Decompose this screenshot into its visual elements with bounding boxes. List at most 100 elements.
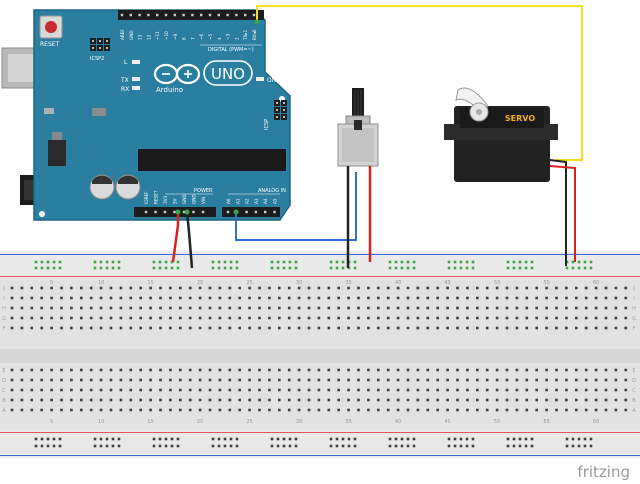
- breadboard-hole[interactable]: [446, 296, 449, 300]
- breadboard-hole[interactable]: [604, 378, 608, 382]
- breadboard-hole[interactable]: [436, 306, 439, 310]
- rail-hole[interactable]: [571, 444, 575, 448]
- breadboard-hole[interactable]: [426, 398, 430, 402]
- digital-pin[interactable]: [129, 13, 132, 17]
- breadboard-hole[interactable]: [40, 306, 43, 310]
- breadboard-hole[interactable]: [40, 368, 43, 372]
- breadboard-hole[interactable]: [416, 296, 420, 300]
- breadboard-hole[interactable]: [535, 398, 538, 402]
- breadboard-hole[interactable]: [317, 286, 321, 290]
- breadboard-hole[interactable]: [149, 306, 152, 310]
- breadboard-hole[interactable]: [495, 286, 499, 290]
- rail-hole[interactable]: [34, 444, 38, 448]
- breadboard-hole[interactable]: [525, 316, 529, 320]
- rail-hole[interactable]: [447, 266, 451, 270]
- breadboard-hole[interactable]: [99, 286, 103, 290]
- breadboard-hole[interactable]: [208, 368, 212, 372]
- breadboard-hole[interactable]: [307, 398, 311, 402]
- breadboard-hole[interactable]: [555, 306, 558, 310]
- breadboard-hole[interactable]: [70, 408, 73, 412]
- breadboard-hole[interactable]: [367, 296, 370, 300]
- breadboard-hole[interactable]: [30, 286, 34, 290]
- breadboard-hole[interactable]: [258, 306, 261, 310]
- breadboard-hole[interactable]: [525, 368, 529, 372]
- rail-hole[interactable]: [46, 266, 50, 270]
- breadboard-hole[interactable]: [575, 368, 578, 372]
- breadboard-hole[interactable]: [228, 398, 232, 402]
- breadboard-hole[interactable]: [287, 286, 291, 290]
- breadboard-hole[interactable]: [545, 306, 548, 310]
- breadboard-hole[interactable]: [89, 326, 93, 330]
- breadboard-hole[interactable]: [367, 306, 370, 310]
- rail-hole[interactable]: [412, 260, 416, 264]
- rail-hole[interactable]: [117, 444, 121, 448]
- breadboard-hole[interactable]: [109, 398, 113, 402]
- breadboard-hole[interactable]: [396, 368, 400, 372]
- rail-hole[interactable]: [164, 444, 168, 448]
- breadboard-hole[interactable]: [624, 378, 628, 382]
- rail-hole[interactable]: [105, 266, 109, 270]
- breadboard-hole[interactable]: [228, 326, 232, 330]
- breadboard-hole[interactable]: [416, 306, 420, 310]
- analog-pin[interactable]: [245, 210, 248, 214]
- breadboard-hole[interactable]: [248, 398, 251, 402]
- rail-hole[interactable]: [530, 437, 534, 441]
- rail-hole[interactable]: [52, 266, 56, 270]
- rail-hole[interactable]: [223, 437, 227, 441]
- breadboard-hole[interactable]: [40, 378, 43, 382]
- breadboard-hole[interactable]: [367, 368, 370, 372]
- breadboard-hole[interactable]: [258, 398, 261, 402]
- rail-hole[interactable]: [158, 266, 162, 270]
- rail-hole[interactable]: [524, 266, 528, 270]
- breadboard-hole[interactable]: [565, 378, 568, 382]
- breadboard-hole[interactable]: [278, 388, 281, 392]
- breadboard-hole[interactable]: [297, 296, 301, 300]
- rail-hole[interactable]: [52, 444, 56, 448]
- digital-pin[interactable]: [226, 13, 229, 17]
- breadboard-hole[interactable]: [169, 316, 172, 320]
- rail-hole[interactable]: [34, 437, 38, 441]
- breadboard-hole[interactable]: [367, 388, 370, 392]
- breadboard-hole[interactable]: [317, 398, 321, 402]
- breadboard-hole[interactable]: [476, 398, 479, 402]
- breadboard-hole[interactable]: [446, 306, 449, 310]
- rail-hole[interactable]: [211, 266, 215, 270]
- breadboard-hole[interactable]: [505, 408, 509, 412]
- breadboard-hole[interactable]: [614, 378, 618, 382]
- breadboard-hole[interactable]: [347, 296, 350, 300]
- breadboard-hole[interactable]: [317, 326, 321, 330]
- breadboard-hole[interactable]: [307, 286, 311, 290]
- breadboard-hole[interactable]: [40, 388, 43, 392]
- breadboard-hole[interactable]: [466, 408, 469, 412]
- breadboard-hole[interactable]: [258, 326, 261, 330]
- breadboard-hole[interactable]: [169, 398, 172, 402]
- breadboard-hole[interactable]: [545, 286, 548, 290]
- breadboard-hole[interactable]: [80, 378, 83, 382]
- breadboard-hole[interactable]: [594, 388, 598, 392]
- breadboard-hole[interactable]: [119, 398, 123, 402]
- breadboard-hole[interactable]: [139, 286, 142, 290]
- breadboard-hole[interactable]: [624, 388, 628, 392]
- breadboard-hole[interactable]: [179, 388, 182, 392]
- breadboard-hole[interactable]: [287, 408, 291, 412]
- rail-hole[interactable]: [453, 437, 457, 441]
- breadboard-hole[interactable]: [169, 368, 172, 372]
- breadboard-hole[interactable]: [99, 306, 103, 310]
- digital-pin[interactable]: [217, 13, 220, 17]
- breadboard-hole[interactable]: [188, 368, 192, 372]
- breadboard-hole[interactable]: [139, 388, 142, 392]
- rail-hole[interactable]: [394, 266, 398, 270]
- breadboard-hole[interactable]: [337, 378, 340, 382]
- rail-hole[interactable]: [388, 266, 392, 270]
- breadboard-hole[interactable]: [228, 296, 232, 300]
- rail-hole[interactable]: [335, 260, 339, 264]
- breadboard-hole[interactable]: [555, 388, 558, 392]
- breadboard-hole[interactable]: [228, 286, 232, 290]
- rail-hole[interactable]: [524, 260, 528, 264]
- breadboard-hole[interactable]: [70, 316, 73, 320]
- breadboard-hole[interactable]: [307, 306, 311, 310]
- breadboard-hole[interactable]: [268, 388, 271, 392]
- breadboard-hole[interactable]: [10, 408, 14, 412]
- breadboard-hole[interactable]: [169, 326, 172, 330]
- breadboard-hole[interactable]: [218, 296, 222, 300]
